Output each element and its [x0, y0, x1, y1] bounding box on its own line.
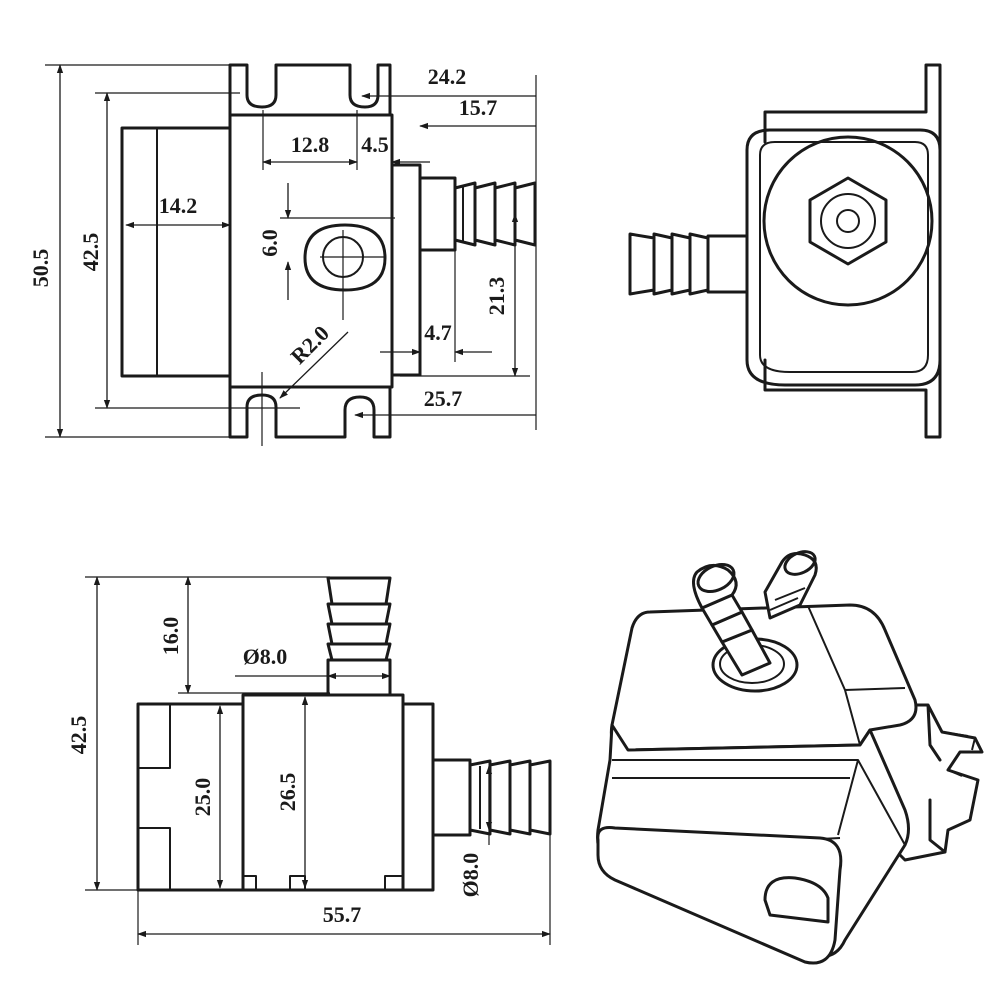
isometric-view: [596, 550, 984, 965]
side-inlet-stem: [326, 658, 392, 697]
side-pump-body: [241, 693, 405, 892]
side-front-plate: [401, 702, 435, 892]
dim-hole-offset: 4.5: [361, 132, 389, 157]
dim-step-width: 4.7: [424, 320, 452, 345]
front-top-tab: [228, 63, 392, 117]
dim-total-length: 55.7: [323, 902, 362, 927]
dim-hole-spacing: 12.8: [291, 132, 330, 157]
side-view: 42.5 16.0 Ø8.0 25.0 26.5 Ø8.0 55.7: [66, 576, 552, 945]
dim-total-depth: 25.7: [424, 386, 463, 411]
dim-rear-depth: 14.2: [159, 193, 198, 218]
end-outlet-stem: [706, 234, 749, 294]
side-outlet-stem: [431, 758, 472, 837]
iso-housing-top: [609, 603, 918, 752]
dim-side-body-height: 25.0: [190, 778, 215, 817]
dim-boss-to-outlet: 15.7: [459, 95, 498, 120]
end-bracket: [763, 63, 942, 439]
front-boss: [390, 163, 422, 377]
dim-outlet-diameter: Ø8.0: [458, 853, 483, 898]
side-inlet-barb: [326, 576, 392, 662]
end-housing: [745, 128, 942, 387]
dim-body-height: 42.5: [78, 233, 103, 272]
iso-front-cap: [596, 826, 843, 965]
dim-housing-height: 26.5: [275, 773, 300, 812]
dim-overall-height: 50.5: [28, 249, 53, 288]
dim-outlet-height: 21.3: [484, 277, 509, 316]
dim-side-overall-height: 42.5: [66, 716, 91, 755]
dim-port-offset: 6.0: [257, 229, 282, 257]
iso-front-notch: [763, 876, 830, 924]
front-view: 50.5 42.5 24.2 15.7 12.8 4.5 14.2 6.0 21…: [28, 63, 537, 446]
front-motor-cap: [120, 126, 232, 378]
dim-corner-radius: R2.0: [286, 321, 334, 369]
front-outlet-barb: [453, 181, 537, 247]
dim-inlet-diameter: Ø8.0: [243, 644, 288, 669]
dim-inlet-length: 16.0: [158, 617, 183, 656]
end-hex-nut: [808, 176, 888, 266]
end-nut-hole: [836, 209, 860, 233]
side-outlet-barb: [468, 759, 552, 836]
end-view: [628, 63, 942, 439]
iso-outlet-barb: [763, 552, 818, 620]
end-round-cap: [762, 135, 934, 307]
end-nut-ring: [820, 193, 876, 249]
front-inlet-port: [303, 223, 387, 292]
front-bottom-tab: [228, 385, 392, 439]
end-outlet-barb: [628, 232, 710, 296]
dim-width-to-outlet: 24.2: [428, 64, 467, 89]
front-outlet-stem: [418, 176, 457, 252]
